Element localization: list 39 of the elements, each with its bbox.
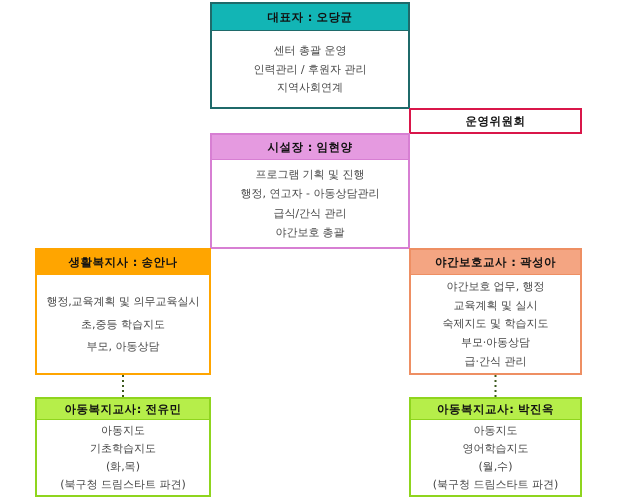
- org-box: [409, 108, 582, 134]
- duty-text: (북구청 드림스타트 파견): [60, 477, 186, 492]
- duty-text: 부모, 아동상담: [86, 338, 160, 354]
- duty-text: (화,목): [106, 459, 140, 474]
- org-box: [210, 2, 410, 109]
- connector-line: [494, 375, 496, 397]
- duty-text: 인력관리 / 후원자 관리: [253, 62, 367, 76]
- title-bar: 대표자 : 오당균: [212, 4, 408, 31]
- duty-text: 야간보호 업무, 행정: [446, 278, 545, 294]
- duty-text: 급식/간식 관리: [273, 206, 347, 221]
- org-box: [210, 133, 410, 249]
- title-bar: 시설장 : 임현양: [212, 135, 408, 160]
- duty-text: 아동지도: [101, 423, 145, 438]
- duty-text: 행정, 연고자 - 아동상담관리: [240, 186, 380, 202]
- title-bar: 아동복지교사: 전유민: [37, 399, 209, 420]
- org-box: [35, 397, 211, 497]
- duty-text: 야간보호 총괄: [275, 225, 345, 240]
- duty-text: 행정,교육계획 및 의무교육실시: [46, 294, 200, 310]
- duty-text: 교육계획 및 실시: [454, 298, 538, 313]
- connector-line: [122, 375, 124, 397]
- duty-text: 숙제지도 및 학습지도: [442, 316, 548, 332]
- title-bar: 아동복지교사: 박진옥: [411, 399, 580, 420]
- duty-text: (북구청 드림스타트 파견): [432, 477, 558, 492]
- duty-text: 기초학습지도: [90, 441, 156, 456]
- duty-text: 프로그램 기획 및 진행: [255, 166, 365, 182]
- box-title: 운영위원회: [466, 114, 526, 128]
- duty-text: 센터 총괄 운영: [274, 42, 346, 58]
- org-box: [409, 248, 582, 375]
- duty-text: 초,중등 학습지도: [81, 316, 165, 332]
- duty-text: 아동지도: [474, 423, 518, 438]
- title-bar: 생활복지사 : 송안나: [37, 250, 209, 275]
- duty-text: (월,수): [478, 459, 513, 474]
- org-box: [35, 248, 211, 375]
- duty-text: 부모·아동상담: [460, 335, 530, 350]
- duty-text: 영어학습지도: [462, 441, 528, 456]
- duty-text: 급·간식 관리: [464, 354, 526, 370]
- title-bar: 야간보호교사 : 곽성아: [411, 250, 580, 275]
- duty-text: 지역사회연계: [277, 80, 343, 96]
- org-box: [409, 397, 582, 497]
